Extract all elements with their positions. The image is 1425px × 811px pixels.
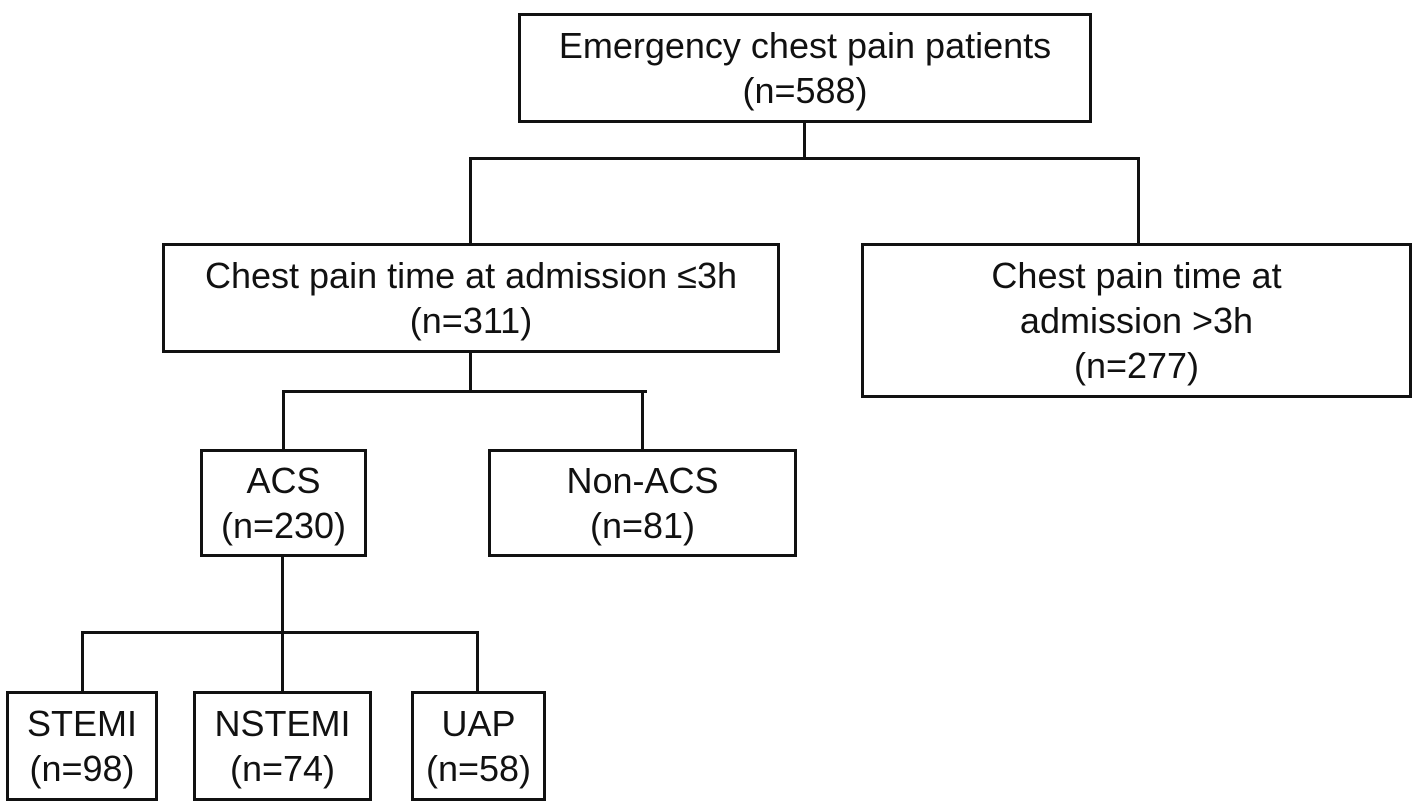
connector-acs-drop <box>282 390 285 452</box>
node-admission-over-3h: Chest pain time at admission >3h (n=277) <box>861 243 1412 398</box>
connector-stemi-drop <box>81 631 84 694</box>
node-label: Non-ACS <box>566 460 719 501</box>
node-acs: ACS (n=230) <box>200 449 367 557</box>
node-count: (n=277) <box>1073 345 1200 386</box>
node-count: (n=230) <box>220 505 347 546</box>
node-label: UAP <box>441 703 516 744</box>
node-emergency-chest-pain-patients: Emergency chest pain patients (n=588) <box>518 13 1092 123</box>
node-nstemi: NSTEMI (n=74) <box>193 691 372 801</box>
connector-level1-horizontal <box>469 157 1140 160</box>
node-uap: UAP (n=58) <box>411 691 546 801</box>
node-stemi: STEMI (n=98) <box>6 691 158 801</box>
node-label: ACS <box>246 460 321 501</box>
node-admission-within-3h: Chest pain time at admission ≤3h (n=311) <box>162 243 780 353</box>
connector-root-stem <box>803 121 806 160</box>
node-label: Emergency chest pain patients <box>558 25 1052 66</box>
node-count: (n=311) <box>409 300 533 341</box>
node-count: (n=74) <box>229 748 336 789</box>
node-label: STEMI <box>26 703 137 744</box>
connector-acs-stem <box>281 554 284 694</box>
node-label-line1: Chest pain time at <box>991 255 1282 296</box>
node-non-acs: Non-ACS (n=81) <box>488 449 797 557</box>
node-count: (n=98) <box>29 748 135 789</box>
connector-late-drop <box>1137 157 1140 246</box>
connector-early-stem <box>469 350 472 393</box>
node-count: (n=81) <box>589 505 696 546</box>
connector-nonacs-drop <box>641 390 644 452</box>
connector-level2-horizontal <box>282 390 647 393</box>
node-label: Chest pain time at admission ≤3h <box>204 255 738 296</box>
connector-level3-horizontal <box>81 631 479 634</box>
node-label-line2: admission >3h <box>1019 300 1254 341</box>
connector-early-drop <box>469 157 472 246</box>
node-count: (n=588) <box>742 70 868 111</box>
node-count: (n=58) <box>425 748 532 789</box>
node-label: NSTEMI <box>214 703 351 744</box>
connector-uap-drop <box>476 631 479 694</box>
